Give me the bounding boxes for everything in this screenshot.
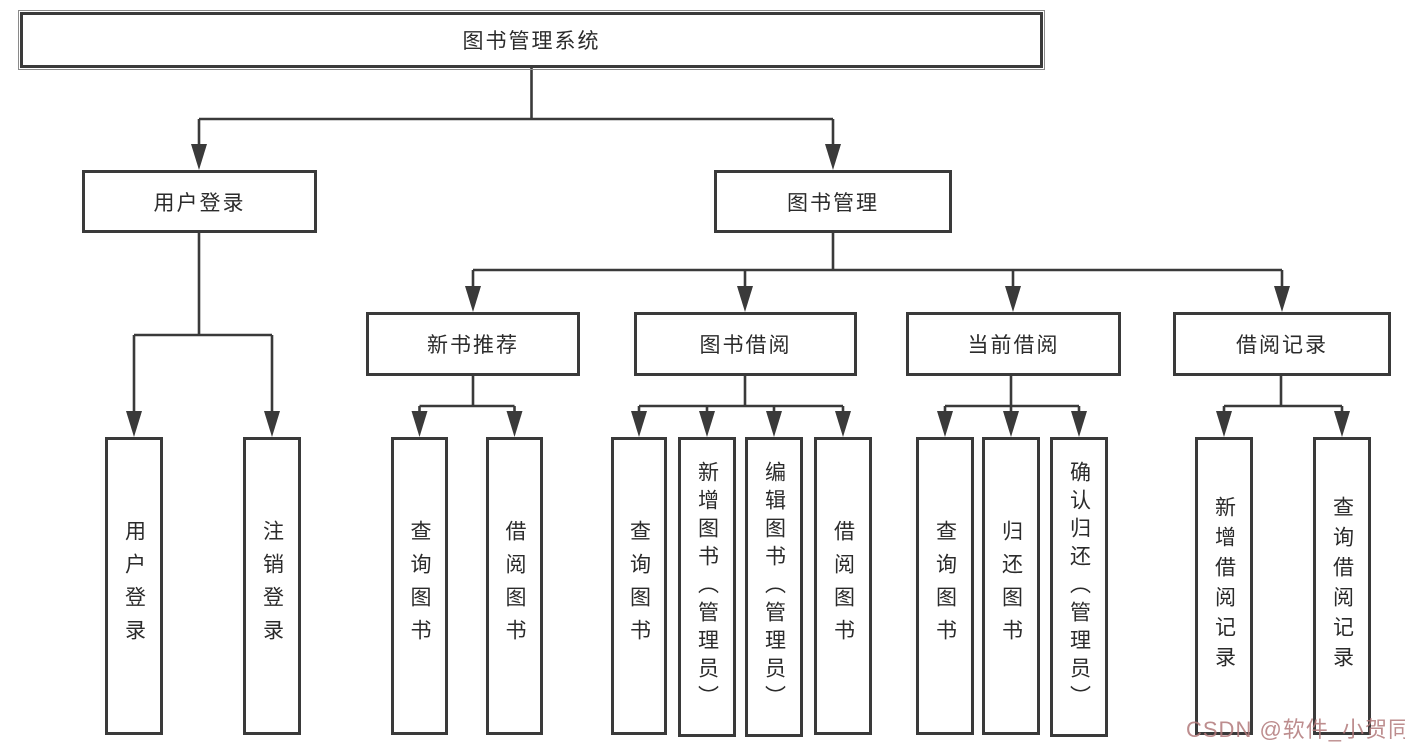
node-label: 当前借阅: [967, 334, 1060, 357]
node-label: 用户登录: [122, 520, 146, 652]
node-book-management: 图书管理: [714, 170, 952, 233]
node-label: 查询图书: [933, 520, 957, 652]
node-label: 借阅图书: [503, 520, 526, 652]
node-label: 图书管理: [787, 191, 879, 215]
node-label: 新增借阅记录: [1212, 496, 1236, 676]
leaf-return-book: 归还图书: [982, 437, 1040, 735]
node-label: 查询借阅记录: [1330, 496, 1354, 676]
csdn-watermark: CSDN @软件_小贺同学: [1186, 717, 1405, 742]
leaf-edit-book-admin: 编辑图书（管理员）: [745, 437, 803, 737]
node-borrow-records: 借阅记录: [1173, 312, 1391, 376]
leaf-confirm-return-admin: 确认归还（管理员）: [1050, 437, 1108, 737]
leaf-logout: 注销登录: [243, 437, 301, 735]
leaf-borrow-books-1: 借阅图书: [486, 437, 543, 735]
leaf-query-borrow-record: 查询借阅记录: [1313, 437, 1371, 735]
leaf-add-borrow-record: 新增借阅记录: [1195, 437, 1253, 735]
leaf-user-login: 用户登录: [105, 437, 163, 735]
node-book-borrow: 图书借阅: [634, 312, 857, 376]
node-new-book-recommend: 新书推荐: [366, 312, 580, 376]
node-label: 图书借阅: [699, 334, 792, 357]
leaf-query-books-2: 查询图书: [611, 437, 667, 735]
node-label: 用户登录: [153, 191, 246, 215]
node-label: 新书推荐: [427, 334, 519, 357]
node-label: 新增图书（管理员）: [695, 461, 719, 713]
node-label: 注销登录: [260, 520, 284, 652]
leaf-query-books-3: 查询图书: [916, 437, 974, 735]
node-root-system: 图书管理系统: [18, 10, 1045, 70]
node-label: 查询图书: [627, 520, 651, 652]
node-label: 借阅记录: [1236, 334, 1328, 357]
node-current-borrow: 当前借阅: [906, 312, 1121, 376]
leaf-add-book-admin: 新增图书（管理员）: [678, 437, 736, 737]
leaf-query-books-1: 查询图书: [391, 437, 448, 735]
node-label: 查询图书: [408, 520, 431, 652]
node-label: 图书管理系统: [462, 30, 601, 53]
node-label: 编辑图书（管理员）: [762, 461, 786, 713]
node-label: 借阅图书: [831, 520, 855, 652]
node-label: 确认归还（管理员）: [1067, 461, 1091, 713]
node-label: 归还图书: [999, 520, 1023, 652]
leaf-borrow-books-2: 借阅图书: [814, 437, 872, 735]
node-user-login: 用户登录: [82, 170, 317, 233]
